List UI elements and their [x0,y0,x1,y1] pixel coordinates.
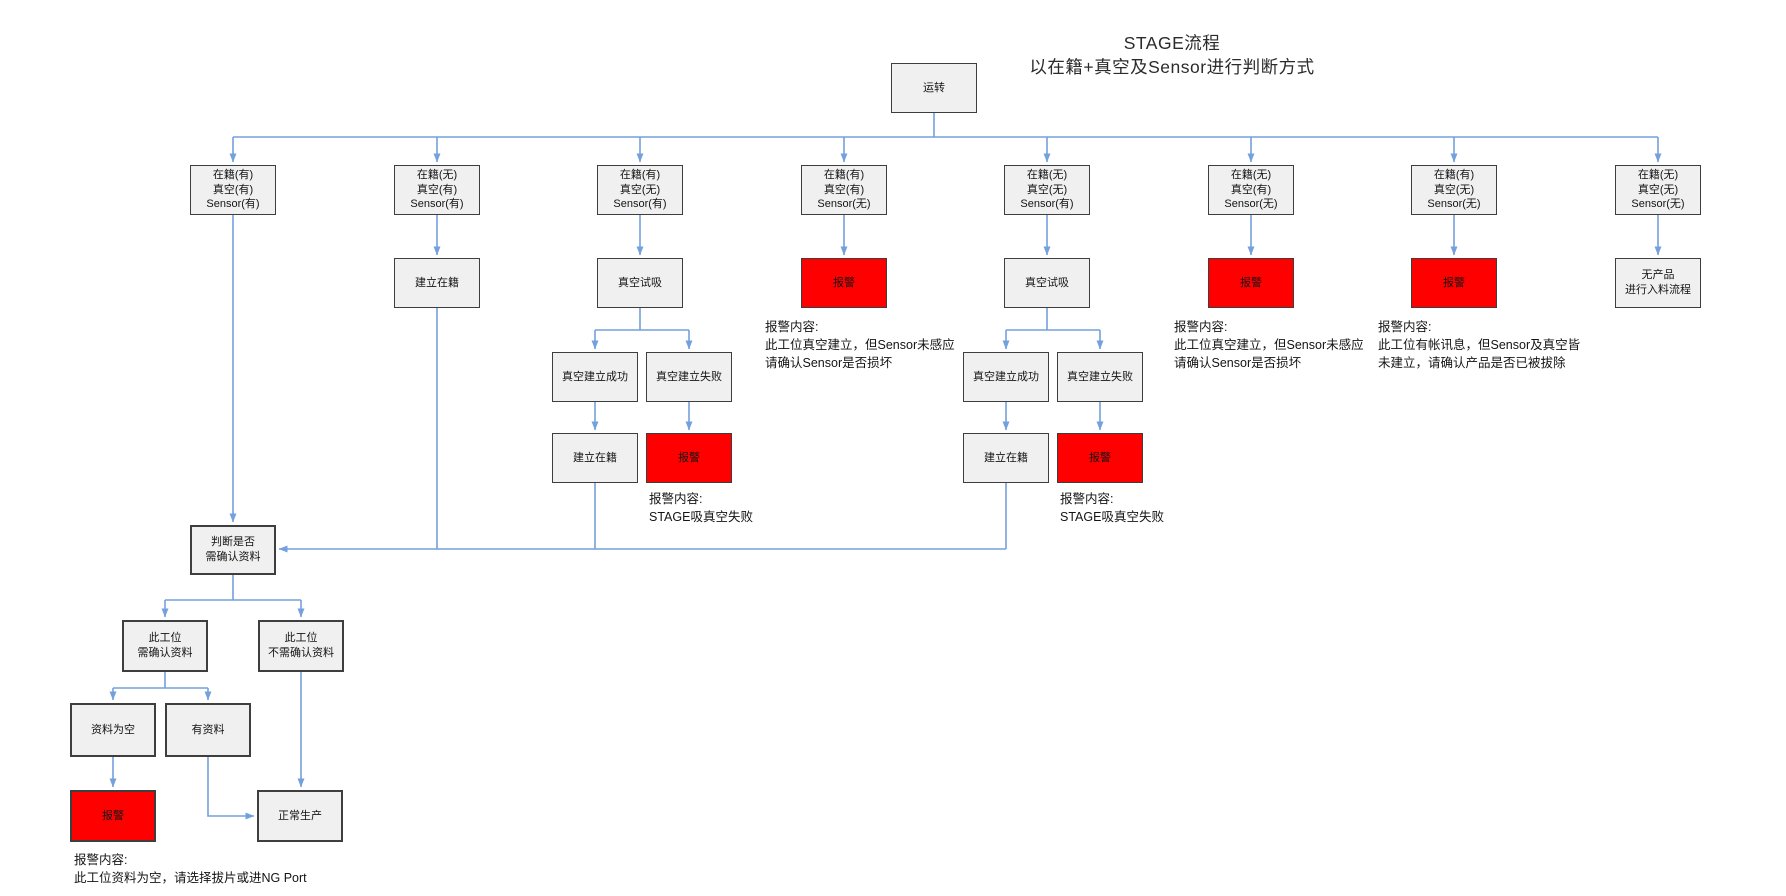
node-register-branch5: 建立在籍 [963,433,1049,483]
node-station-need-confirm: 此工位 需确认资料 [122,620,208,672]
node-alarm-vacuum-fail-branch5: 报警 [1057,433,1143,483]
node-no-product-branch8: 无产品 进行入料流程 [1615,258,1701,308]
node-alarm-branch7: 报警 [1411,258,1497,308]
alarm-note-branch6: 报警内容: 此工位真空建立，但Sensor未感应 请确认Sensor是否损坏 [1174,320,1364,370]
node-vacuum-fail-branch3: 真空建立失败 [646,352,732,402]
node-alarm-data-empty: 报警 [70,790,156,842]
page-title-line1: STAGE流程 [1123,33,1221,53]
node-vacuum-try-branch5: 真空试吸 [1004,258,1090,308]
node-alarm-branch6: 报警 [1208,258,1294,308]
node-vacuum-success-branch3: 真空建立成功 [552,352,638,402]
node-condition-5: 在籍(无) 真空(无) Sensor(有) [1004,165,1090,215]
node-alarm-vacuum-fail-branch3: 报警 [646,433,732,483]
alarm-note-data-empty: 报警内容: 此工位资料为空，请选择拔片或进NG Port [74,853,307,885]
node-vacuum-try-branch3: 真空试吸 [597,258,683,308]
node-condition-1: 在籍(有) 真空(有) Sensor(有) [190,165,276,215]
node-root-run: 运转 [891,63,977,113]
alarm-note-branch7: 报警内容: 此工位有帐讯息，但Sensor及真空皆 未建立，请确认产品是否已被拔… [1378,320,1581,370]
node-vacuum-fail-branch5: 真空建立失败 [1057,352,1143,402]
alarm-note-branch3: 报警内容: STAGE吸真空失败 [649,492,753,524]
node-vacuum-success-branch5: 真空建立成功 [963,352,1049,402]
node-has-data: 有资料 [165,703,251,757]
node-station-no-need-confirm: 此工位 不需确认资料 [258,620,344,672]
node-condition-3: 在籍(有) 真空(无) Sensor(有) [597,165,683,215]
page-title: STAGE流程 以在籍+真空及Sensor进行判断方式 [872,32,1472,79]
node-normal-production: 正常生产 [257,790,343,842]
node-register-branch2: 建立在籍 [394,258,480,308]
node-condition-4: 在籍(有) 真空(有) Sensor(无) [801,165,887,215]
node-condition-7: 在籍(有) 真空(无) Sensor(无) [1411,165,1497,215]
node-judge-need-confirm-data: 判断是否 需确认资料 [190,525,276,575]
node-data-empty: 资料为空 [70,703,156,757]
alarm-note-branch5: 报警内容: STAGE吸真空失败 [1060,492,1164,524]
node-condition-2: 在籍(无) 真空(有) Sensor(有) [394,165,480,215]
node-alarm-branch4: 报警 [801,258,887,308]
node-register-branch3: 建立在籍 [552,433,638,483]
page-title-line2: 以在籍+真空及Sensor进行判断方式 [1029,56,1315,77]
node-condition-8: 在籍(无) 真空(无) Sensor(无) [1615,165,1701,215]
node-condition-6: 在籍(无) 真空(有) Sensor(无) [1208,165,1294,215]
alarm-note-branch4: 报警内容: 此工位真空建立，但Sensor未感应 请确认Sensor是否损坏 [765,320,955,370]
